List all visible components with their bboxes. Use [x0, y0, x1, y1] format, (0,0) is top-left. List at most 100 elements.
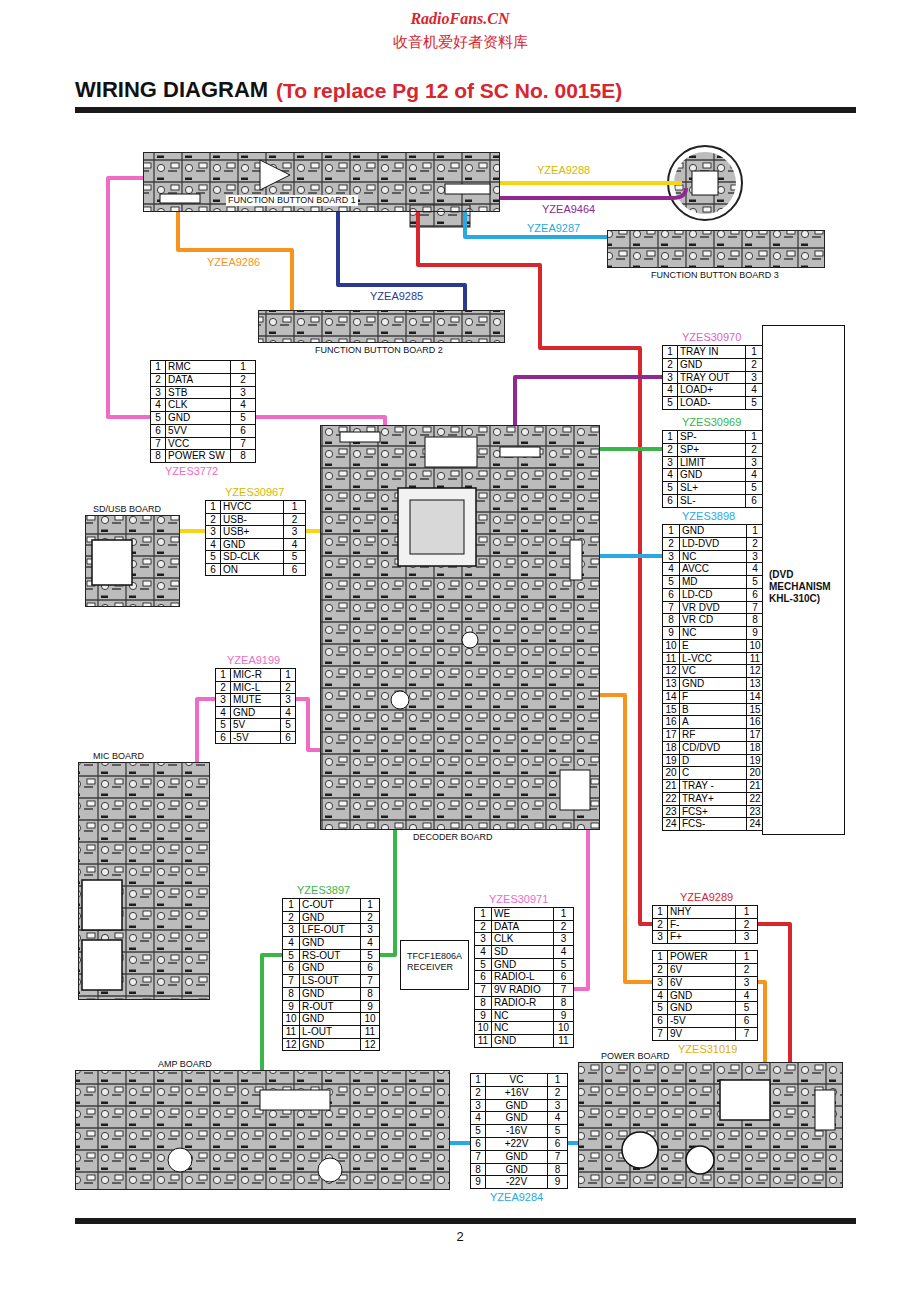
pin-number: 12 [285, 1039, 296, 1050]
pin-number-cell: 2 [653, 964, 668, 977]
circuit-board: DECODER BOARD [320, 425, 600, 830]
pin-number-cell: 7 [736, 1028, 758, 1041]
pin-number: 4 [561, 946, 567, 957]
pin-name: NHY [670, 906, 691, 917]
pin-name-cell: CLK [166, 399, 231, 412]
pin-number-cell: 5 [554, 959, 574, 972]
pin-grid: 1RMC12DATA23STB34CLK45GND565VV67VCC78POW… [150, 360, 256, 463]
pin-name: GND [670, 990, 692, 1001]
pin-name-cell: 6V [668, 964, 736, 977]
annotation: (To replace Pg 12 of SC No. 0015E) [276, 79, 622, 102]
pin-number: 1 [561, 908, 567, 919]
pin-name: LOAD- [680, 397, 711, 408]
connector-code: YZES30971 [489, 893, 548, 905]
pin-number-cell: 7 [231, 438, 256, 451]
regulator [560, 770, 590, 810]
pin-name-cell: D [680, 755, 747, 768]
pin-name-cell: GND [231, 707, 281, 720]
pin-number-cell: 8 [361, 988, 380, 1001]
wire [500, 188, 686, 198]
capacitor [318, 1158, 342, 1182]
pin-number: 5 [285, 719, 291, 730]
pin-number: 10 [285, 1013, 296, 1024]
pin-name: GND [680, 359, 702, 370]
pin-name: GND [494, 959, 516, 970]
pin-number: 1 [480, 908, 486, 919]
pin-name: L-OUT [302, 1026, 332, 1037]
pin-number-cell: 2 [151, 374, 166, 387]
pin-number-cell: 5 [361, 950, 380, 963]
connector-code: YZEA9289 [680, 891, 733, 903]
pin-name-cell: L-OUT [300, 1026, 361, 1039]
chip-core [410, 500, 464, 554]
pin-name-cell: GND [680, 678, 747, 691]
pin-number: 6 [561, 971, 567, 982]
fuse [815, 1090, 835, 1130]
pcb [143, 152, 500, 212]
pin-name: NC [682, 551, 696, 562]
pin-number: 6 [667, 495, 673, 506]
pin-name-cell: -5V [231, 732, 281, 745]
pin-number-cell: 6 [216, 732, 231, 745]
pin-name: C-OUT [302, 899, 334, 910]
cable [338, 212, 465, 310]
pin-number: 6 [367, 962, 373, 973]
pin-number: 3 [751, 457, 757, 468]
pin-number: 8 [367, 988, 373, 999]
cable [296, 699, 320, 750]
pin-name: GND [505, 1151, 527, 1162]
pin-number: 5 [752, 576, 758, 587]
pin-number: 4 [288, 937, 294, 948]
capacitor [462, 632, 478, 648]
pin-number-cell: 5 [475, 959, 492, 972]
pin-number-cell: 8 [471, 1164, 486, 1177]
pin-name: LFE-OUT [302, 924, 345, 935]
pin-name: TRAY+ [682, 793, 714, 804]
pin-name: C [682, 767, 689, 778]
pin-number: 1 [657, 906, 663, 917]
pin-name-cell: VR DVD [680, 602, 747, 615]
pin-name-cell: GND [678, 469, 746, 482]
pin-number-cell: 3 [746, 372, 763, 385]
pin-number-cell: 23 [663, 806, 680, 819]
pin-name-cell: R-OUT [300, 1001, 361, 1014]
pin-number-cell: 4 [475, 946, 492, 959]
pin-name: ON [223, 564, 238, 575]
pin-name: R-OUT [302, 1001, 334, 1012]
pin-name-cell: 5V [231, 719, 281, 732]
pin-number-cell: 18 [663, 742, 680, 755]
pin-number-cell: 4 [284, 539, 306, 552]
pin-name: VC [510, 1074, 524, 1085]
circuit-board: SD/USB BOARD [85, 515, 180, 607]
pin-name: B [682, 704, 689, 715]
pin-name: F- [670, 919, 679, 930]
pin-name-cell: B [680, 704, 747, 717]
pin-number-cell: 9 [475, 1010, 492, 1023]
pin-number-cell: 3 [663, 551, 680, 564]
pin-number: 1 [285, 669, 291, 680]
pin-name: GND [223, 539, 245, 550]
pin-number: 1 [667, 431, 673, 442]
pin-number-cell: 3 [216, 694, 231, 707]
pin-name-cell: DATA [166, 374, 231, 387]
pin-number: 6 [240, 425, 246, 436]
pin-number-cell: 5 [746, 482, 763, 495]
pin-number: 8 [480, 997, 486, 1008]
pin-name-cell: NC [492, 1010, 554, 1023]
connector-table: YZES37721RMC12DATA23STB34CLK45GND565VV67… [150, 360, 256, 463]
pin-number: 5 [561, 959, 567, 970]
pin-number-cell: 2 [736, 919, 758, 932]
cable-code: YZEA9285 [368, 290, 425, 302]
pin-name-cell: GND [668, 1002, 736, 1015]
pin-name-cell: GND [492, 959, 554, 972]
pin-number-cell: 10 [475, 1022, 492, 1035]
pin-number: 8 [555, 1164, 561, 1175]
pin-number-cell: 1 [736, 951, 758, 964]
rule [75, 1218, 856, 1224]
capacitor [686, 1146, 714, 1174]
pin-number: 4 [555, 1112, 561, 1123]
box-text: (DVD MECHANISM KHL-310C) [769, 569, 838, 605]
pin-number: 2 [475, 1087, 481, 1098]
pin-name: CD/DVD [682, 742, 720, 753]
pin-number: 4 [744, 990, 750, 1001]
